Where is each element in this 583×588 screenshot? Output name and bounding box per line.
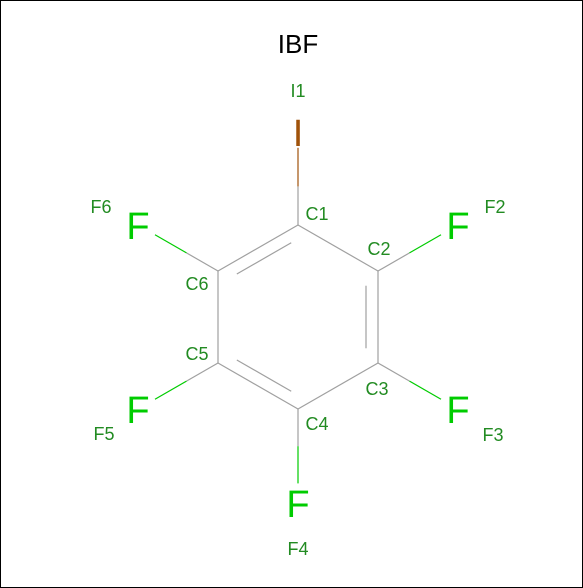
atom-label-c6: C6 [185,274,208,294]
atom-label-c2: C2 [367,239,390,259]
atom-label-c4: C4 [305,414,328,434]
bond-layer [154,147,442,484]
atom-label-f3: F3 [482,425,503,445]
element-symbol-f2: F [446,206,469,248]
bond-c2-f2-half-1 [377,252,410,272]
bond-c5-f5-half-2 [154,380,187,400]
atom-label-c5: C5 [185,344,208,364]
bond-c6-f6-half-1 [186,252,219,272]
bond-c6-f6-half-2 [154,234,187,254]
bond-c4-c5-inner [236,359,292,392]
bond-c4-c5 [217,362,299,410]
atom-label-f5: F5 [93,424,114,444]
bond-c6-c1 [217,224,299,272]
atom-label-c1: C1 [305,204,328,224]
bond-c6-c1-inner [236,242,292,275]
element-symbol-f6: F [126,206,149,248]
bond-c2-f2-half-2 [409,234,442,254]
bond-c5-f5-half-1 [186,362,219,382]
bond-c3-c4 [297,362,379,410]
bond-c3-f3-half-2 [409,380,442,400]
bond-c1-c2 [297,224,379,272]
atom-label-f4: F4 [287,539,308,559]
atom-label-i1: I1 [290,81,305,101]
atom-label-f6: F6 [90,197,111,217]
molecule-title: IBF [278,29,318,59]
element-symbol-f5: F [126,390,149,432]
element-symbol-i1: I [293,113,304,155]
atom-label-c3: C3 [365,379,388,399]
bond-c3-f3-half-1 [377,362,410,382]
element-symbol-f3: F [446,390,469,432]
atom-label-f2: F2 [484,197,505,217]
element-symbol-f4: F [286,484,309,526]
